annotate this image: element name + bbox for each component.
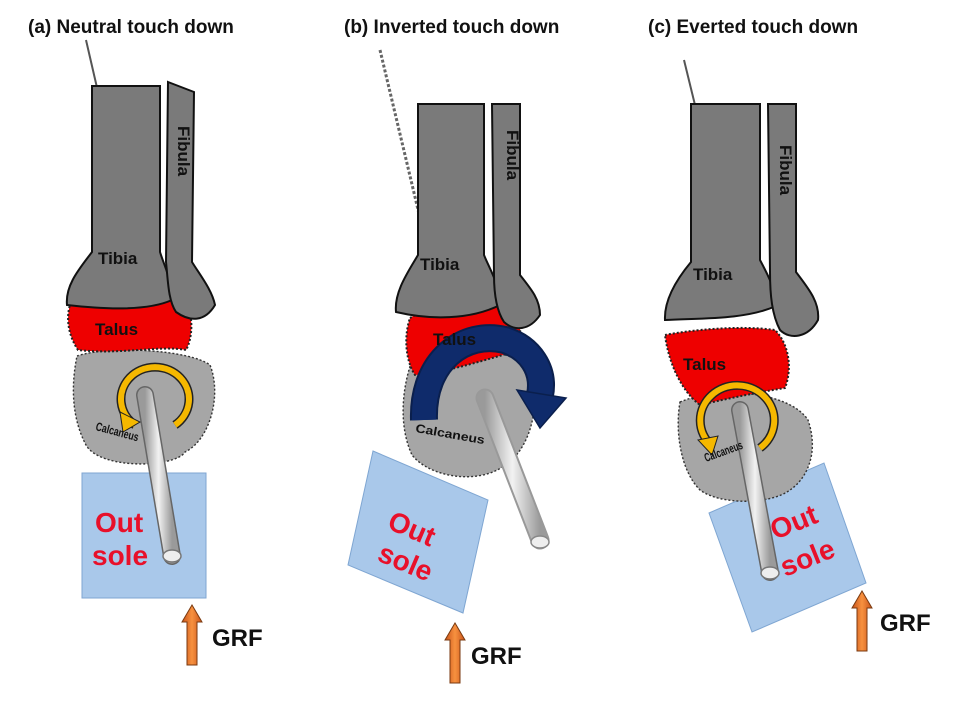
fibula-label: Fibula: [174, 126, 193, 177]
outsole-block: [347, 450, 489, 614]
talus-label: Talus: [683, 355, 726, 374]
fibula-bone: [490, 103, 542, 330]
panel-title: (c) Everted touch down: [648, 17, 858, 38]
rotation-arrowhead: [119, 411, 142, 433]
panel-inverted: (b) Inverted touch down Tibia Fibula Tal…: [344, 17, 568, 684]
pin-needle: [683, 59, 696, 106]
grf-label: GRF: [212, 625, 263, 652]
tibia-label: Tibia: [420, 255, 460, 274]
pin-needle: [85, 39, 99, 93]
rotation-arrowhead: [697, 435, 719, 456]
rod-end: [530, 535, 550, 549]
tibia-bone: [663, 103, 778, 322]
rod-end: [162, 549, 182, 563]
grf-label: GRF: [471, 643, 522, 670]
tibia-label: Tibia: [98, 249, 138, 268]
talus-label: Talus: [95, 320, 138, 339]
fibula-label: Fibula: [776, 145, 795, 196]
pin-needle: [378, 49, 422, 219]
outsole-block: [81, 472, 207, 599]
outsole-label-line1: Out: [95, 507, 143, 538]
fibula-bone: [164, 80, 217, 320]
panel-everted: (c) Everted touch down Tibia Fibula Talu…: [648, 17, 931, 652]
fibula-label: Fibula: [503, 130, 522, 181]
rod-end: [760, 566, 780, 580]
grf-arrow-icon: [181, 604, 203, 666]
clockwise-rotation-arrow: [118, 364, 192, 428]
grf-label: GRF: [880, 610, 931, 637]
outsole-label-line2: sole: [92, 540, 148, 571]
inversion-arrowhead: [515, 388, 568, 430]
grf-arrow-icon: [444, 622, 466, 684]
marker-rod: [477, 390, 548, 548]
tibia-bone: [65, 85, 174, 310]
talus-bone: [663, 326, 790, 407]
counterclockwise-rotation-arrow: [697, 382, 778, 451]
panel-neutral: (a) Neutral touch down Tibia Fibula Talu…: [28, 17, 263, 666]
panel-title: (a) Neutral touch down: [28, 17, 234, 38]
talus-label: Talus: [433, 330, 476, 349]
panel-title: (b) Inverted touch down: [344, 17, 559, 38]
marker-rod: [732, 402, 778, 580]
tibia-label: Tibia: [693, 265, 733, 284]
inversion-rotation-arrow: [411, 326, 553, 421]
marker-rod: [137, 387, 180, 564]
tibia-bone: [394, 103, 502, 319]
fibula-bone: [766, 103, 820, 337]
grf-arrow-icon: [851, 590, 873, 652]
